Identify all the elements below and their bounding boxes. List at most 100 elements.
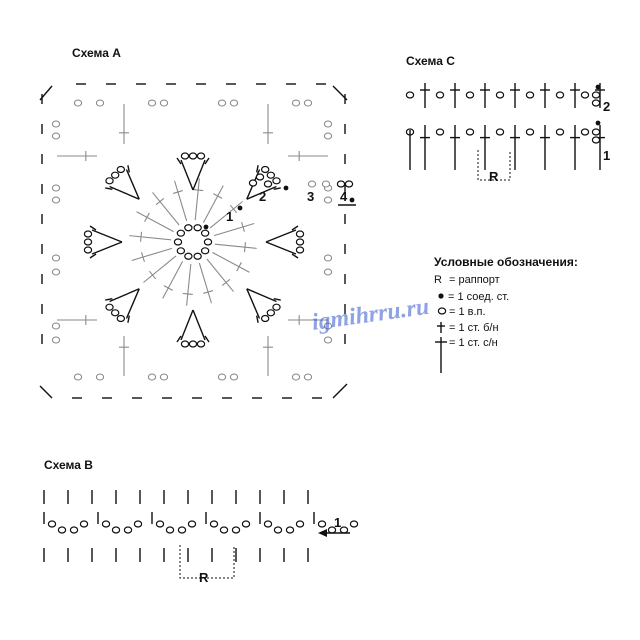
petal — [246, 165, 281, 200]
chain-stitch — [231, 526, 241, 534]
chain-stitch — [123, 526, 133, 534]
chain-stitch — [349, 520, 359, 528]
chain-stitch — [193, 252, 202, 260]
watermark: igmihrru.ru — [310, 294, 431, 336]
chain-stitch — [323, 196, 333, 204]
chain-stitch — [495, 128, 505, 136]
chain-stitch — [591, 99, 601, 107]
chain-stitch — [295, 238, 305, 246]
chain-stitch — [291, 99, 301, 107]
legend-item-chain: = 1 в.п. — [449, 306, 486, 318]
chain-stitch — [196, 152, 206, 160]
chain-stitch — [159, 373, 169, 381]
double-crochet — [450, 125, 460, 170]
double-crochet — [570, 125, 580, 170]
chain-stitch — [323, 254, 333, 262]
crochet-stitch — [263, 336, 273, 376]
chain-stitch — [591, 91, 601, 99]
motif-edge-stitches — [57, 104, 328, 376]
chain-stitch — [184, 252, 193, 260]
chain-stitch — [147, 99, 157, 107]
chain-stitch — [295, 230, 305, 238]
chain-stitch — [580, 128, 590, 136]
chain-stitch — [83, 238, 93, 246]
chain-stitch — [73, 99, 83, 107]
row-number-3: 3 — [307, 189, 314, 204]
chain-stitch — [317, 520, 327, 528]
chain-stitch — [217, 99, 227, 107]
chain-stitch — [173, 238, 183, 246]
chain-stitch — [263, 520, 273, 528]
chain-stitch — [303, 373, 313, 381]
chain-stitch — [57, 526, 67, 534]
crochet-stitch — [131, 247, 173, 263]
chain-stitch — [159, 99, 169, 107]
petal — [265, 225, 305, 259]
chain-stitch — [260, 314, 270, 323]
chain-stitch — [51, 196, 61, 204]
row-number-4: 4 — [340, 189, 348, 204]
petal — [176, 309, 210, 348]
chain-stitch — [323, 322, 333, 330]
crochet-stitch — [119, 104, 129, 144]
chain-stitch — [116, 314, 126, 323]
chain-stitch — [176, 229, 186, 237]
chain-stitch — [525, 91, 535, 99]
legend: Условные обозначения: R = раппорт = 1 со… — [434, 255, 578, 373]
chain-stitch — [323, 336, 333, 344]
chain-stitch — [525, 128, 535, 136]
chain-stitch — [272, 177, 281, 185]
chain-stitch — [196, 340, 206, 348]
petal — [83, 225, 123, 259]
chain-stitch — [147, 373, 157, 381]
chain-stitch — [465, 91, 475, 99]
chain-stitch — [187, 520, 197, 528]
chain-stitch — [219, 526, 229, 534]
chain-stitch — [323, 120, 333, 128]
chain-stitch — [307, 180, 317, 188]
double-crochet — [480, 83, 490, 108]
chain-stitch — [465, 128, 475, 136]
slip-stitch — [237, 205, 243, 211]
chain-stitch — [51, 322, 61, 330]
repeat-bracket — [477, 150, 511, 181]
scheme-b: Схема B R 1 — [43, 458, 359, 585]
chain-stitch — [555, 91, 565, 99]
chain-stitch — [51, 184, 61, 192]
center-rays — [129, 178, 257, 306]
scheme-c-title: Схема C — [406, 54, 455, 68]
petal-clusters — [83, 152, 305, 348]
crochet-stitch — [213, 221, 255, 237]
chain-stitch — [229, 373, 239, 381]
scheme-a-title: Схема A — [72, 46, 121, 60]
crochet-stitch — [209, 201, 243, 229]
double-crochet — [540, 83, 550, 108]
crochet-stitch — [119, 336, 129, 376]
chain-stitch — [248, 179, 258, 187]
double-crochet — [480, 125, 490, 170]
slip-stitch — [283, 185, 289, 191]
row-number-1: 1 — [226, 209, 233, 224]
chain-stitch — [95, 99, 105, 107]
row-direction-arrow — [318, 529, 350, 537]
motif-border — [39, 83, 348, 399]
chain-stitch — [339, 526, 349, 534]
chain-stitch — [83, 246, 93, 254]
chain-stitch — [47, 520, 57, 528]
chain-stitch — [303, 99, 313, 107]
chain-stitch — [200, 229, 210, 237]
chain-stitch — [260, 165, 270, 174]
slip-stitch — [595, 84, 601, 90]
chain-stitch — [110, 309, 120, 317]
petal — [246, 288, 281, 323]
chain-stitch — [435, 91, 445, 99]
chain-stitch — [155, 520, 165, 528]
chain-stitch — [295, 520, 305, 528]
double-crochet — [510, 125, 520, 170]
chain-stitch — [323, 268, 333, 276]
crochet-stitch — [214, 242, 257, 253]
petal — [176, 152, 210, 191]
chain-stitch — [435, 128, 445, 136]
chain-stitch — [116, 165, 126, 174]
